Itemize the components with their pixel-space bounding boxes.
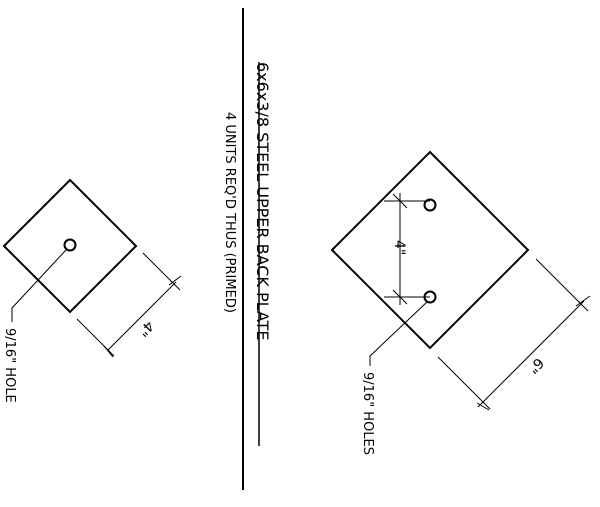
drawing-title: 6x6x3/8 STEEL UPPER BACK PLATE xyxy=(253,62,272,341)
small-plate-hole-callout: 9/16" HOLE xyxy=(2,328,17,403)
large-plate-hole-spacing-dimension xyxy=(384,193,430,305)
drawing-subtitle: 4 UNITS REQ'D THUS (PRIMED) xyxy=(222,112,237,313)
small-plate-hole xyxy=(63,238,77,252)
large-plate-outline xyxy=(330,150,530,350)
small-plate-hole-leader xyxy=(11,249,67,322)
large-plate-hole-top xyxy=(423,198,437,212)
large-plate-holes-callout: 9/16" HOLES xyxy=(360,372,375,455)
small-plate-side-dimension xyxy=(76,252,182,358)
large-plate-side-dimension xyxy=(437,258,591,411)
large-plate-holes-leader xyxy=(369,301,428,366)
large-plate-hole-spacing-label: 4" xyxy=(391,240,407,255)
small-plate-outline xyxy=(2,178,138,314)
